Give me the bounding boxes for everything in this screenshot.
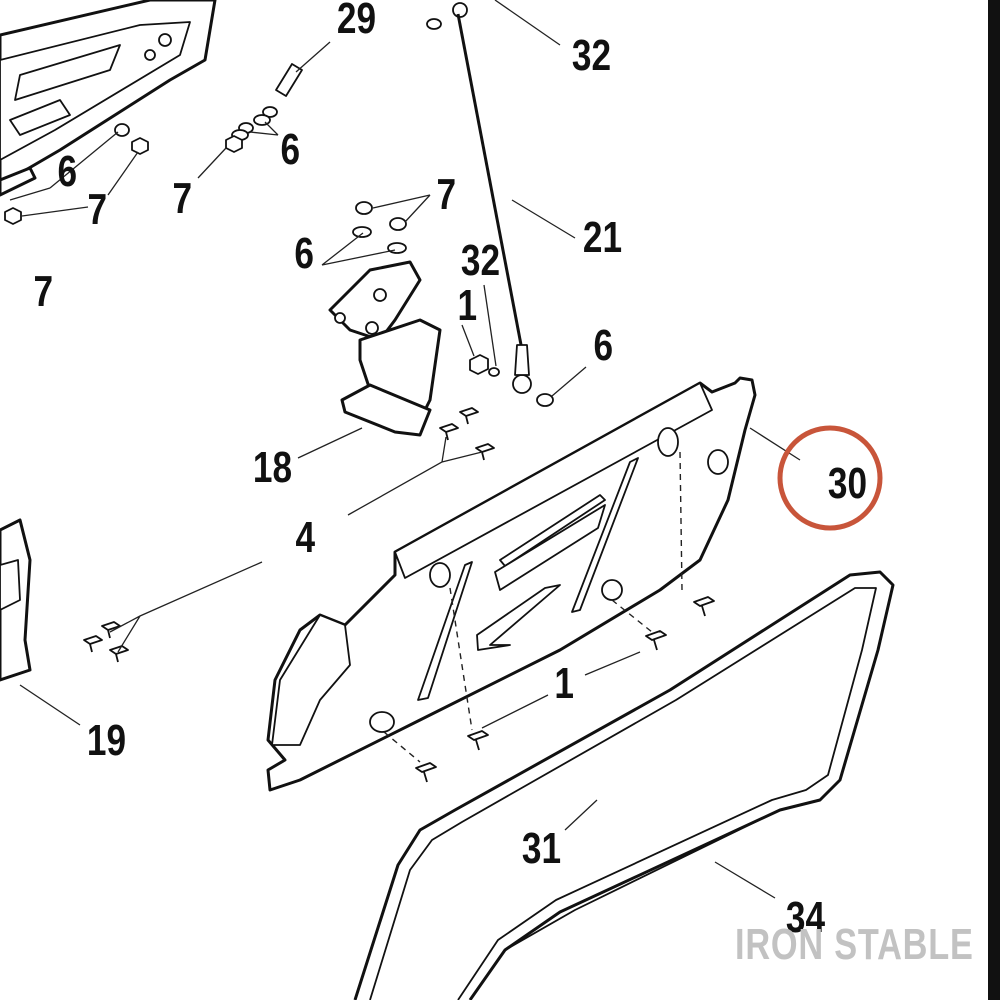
- callout-32-top: 32: [572, 31, 611, 80]
- screws-1: [415, 596, 715, 783]
- door-frame-assembly: [0, 0, 217, 197]
- callout-30: 30: [828, 459, 867, 508]
- callout-19: 19: [87, 716, 126, 765]
- leader-lines: [9, 0, 801, 899]
- callout-32-mid: 32: [461, 236, 500, 285]
- highlight-circle: [777, 425, 883, 531]
- callout-7-b: 7: [87, 185, 107, 234]
- alignment-lines: [383, 451, 683, 763]
- callout-6-b: 6: [57, 147, 77, 196]
- callout-4: 4: [295, 513, 315, 562]
- callouts: 29 32 6 6 7 7 7 7 6 21 32 1 6 18 30 4 19…: [33, 0, 867, 942]
- hardware-top: [4, 2, 468, 225]
- right-border: [988, 0, 1000, 1000]
- gasket-34: [353, 570, 895, 1000]
- callout-29: 29: [337, 0, 376, 43]
- callout-7-d: 7: [33, 267, 53, 316]
- hinge-18: [328, 201, 500, 437]
- callout-34: 34: [786, 893, 825, 942]
- rod-21: [456, 13, 554, 407]
- panel-30: [266, 376, 757, 792]
- callout-6-a: 6: [280, 125, 300, 174]
- callout-7-c: 7: [436, 170, 456, 219]
- callout-18: 18: [253, 443, 292, 492]
- watermark: IRON STABLE: [735, 920, 974, 969]
- callout-1-top: 1: [457, 281, 477, 330]
- callout-6-c: 6: [294, 229, 314, 278]
- callout-6-d: 6: [593, 321, 613, 370]
- callout-31: 31: [522, 824, 561, 873]
- screws-4: [83, 407, 495, 663]
- bracket-19: [0, 518, 32, 682]
- callout-1-bottom: 1: [554, 659, 574, 708]
- callout-21: 21: [583, 213, 622, 262]
- callout-7-a: 7: [172, 174, 192, 223]
